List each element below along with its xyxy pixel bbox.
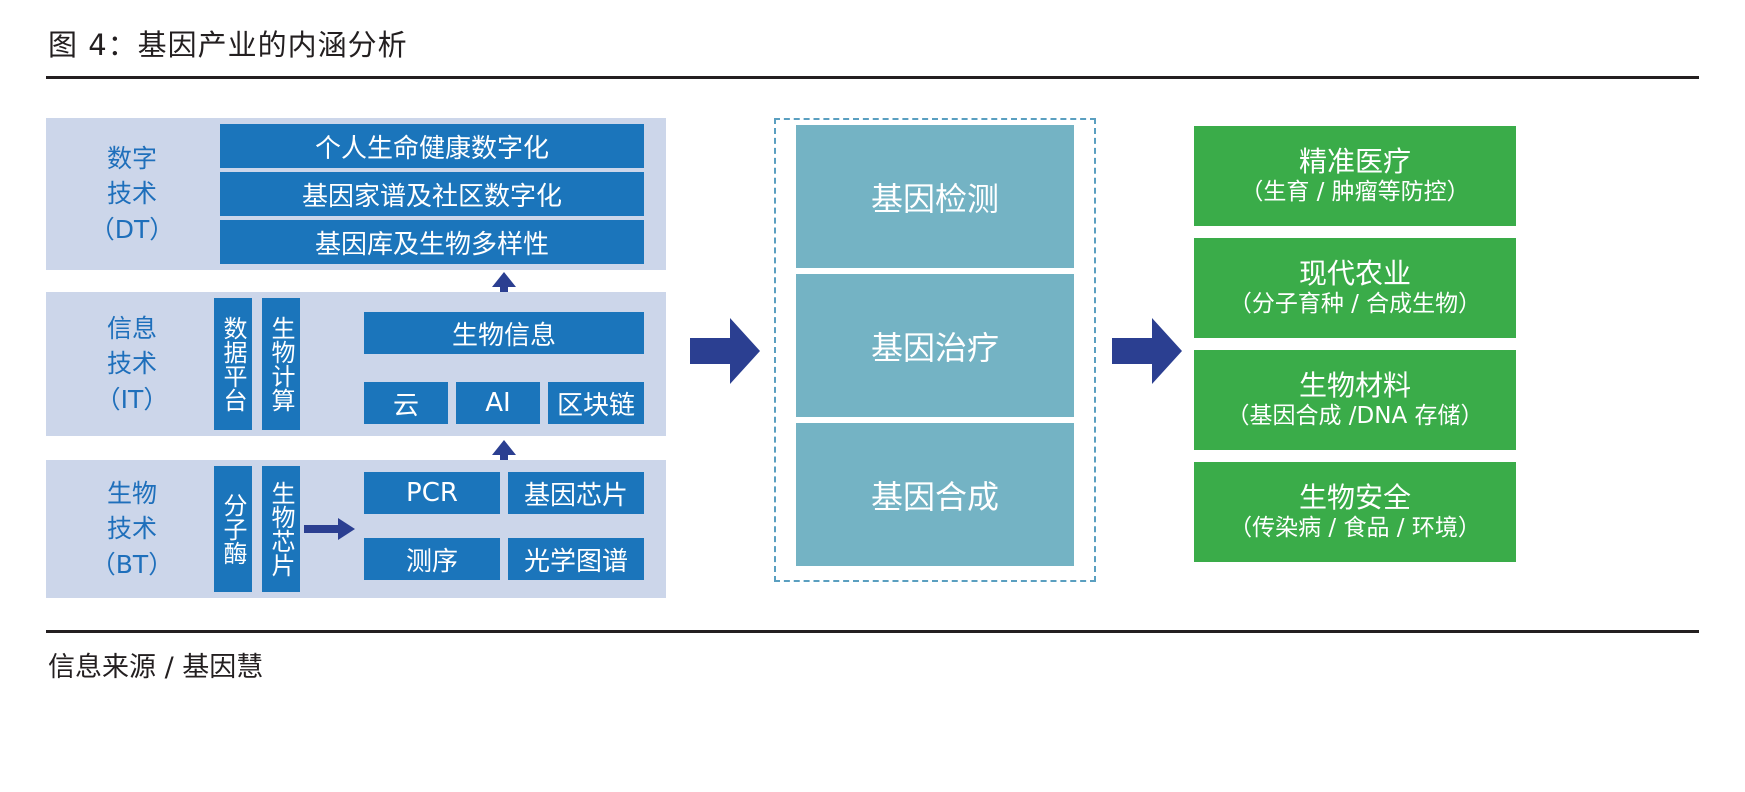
right-item-3-sub: （基因合成 /DNA 存储） [1226,403,1484,430]
it-vertical-bio-computing[interactable]: 生物计算 [262,298,300,430]
header-divider [46,76,1699,79]
band-label-bt-line3: （BT） [90,549,174,579]
band-label-bt-line1: 生物 [106,478,157,508]
band-label-it-line1: 信息 [106,313,157,343]
right-item-3-main: 生物材料 [1298,369,1411,403]
footer-divider [46,630,1699,633]
it-ai[interactable]: AI [456,382,540,424]
band-label-dt: 数字 技术 （DT） [46,118,218,270]
dt-item-1[interactable]: 个人生命健康数字化 [220,124,644,168]
band-label-bt-line2: 技术 [106,514,157,544]
bt-vertical-molecular-enzyme[interactable]: 分子酶 [214,466,252,592]
bt-vertical-biochip[interactable]: 生物芯片 [262,466,300,592]
middle-item-gene-testing[interactable]: 基因检测 [796,125,1074,268]
arrow-bt-to-it-icon [491,440,517,462]
right-item-1-sub: （生育 / 肿瘤等防控） [1240,179,1470,206]
band-label-dt-line1: 数字 [106,143,157,173]
right-item-biomaterials[interactable]: 生物材料 （基因合成 /DNA 存储） [1194,350,1516,450]
middle-item-gene-synthesis[interactable]: 基因合成 [796,423,1074,566]
arrow-middle-to-right-icon [1112,318,1182,384]
band-label-it-line3: （IT） [95,384,169,414]
band-biotechnology: 生物 技术 （BT） 分子酶 生物芯片 PCR 基因芯片 测序 光学图谱 [46,460,666,598]
right-item-4-main: 生物安全 [1298,481,1411,515]
band-information-technology: 信息 技术 （IT） 数据平台 生物计算 生物信息 云 AI 区块链 [46,292,666,436]
band-label-it-line2: 技术 [106,349,157,379]
right-item-4-sub: （传染病 / 食品 / 环境） [1229,515,1481,542]
arrow-left-to-middle-icon [690,318,760,384]
bt-pcr[interactable]: PCR [364,472,500,514]
bt-gene-chip[interactable]: 基因芯片 [508,472,644,514]
it-vertical-data-platform[interactable]: 数据平台 [214,298,252,430]
band-label-dt-line3: （DT） [89,214,175,244]
band-label-it: 信息 技术 （IT） [46,292,218,436]
right-item-modern-agriculture[interactable]: 现代农业 （分子育种 / 合成生物） [1194,238,1516,338]
middle-item-gene-therapy[interactable]: 基因治疗 [796,274,1074,417]
it-bioinformatics[interactable]: 生物信息 [364,312,644,354]
band-digital-technology: 数字 技术 （DT） 个人生命健康数字化 基因家谱及社区数字化 基因库及生物多样… [46,118,666,270]
it-blockchain[interactable]: 区块链 [548,382,644,424]
bt-sequencing[interactable]: 测序 [364,538,500,580]
arrow-it-to-dt-icon [491,272,517,294]
right-item-biosafety[interactable]: 生物安全 （传染病 / 食品 / 环境） [1194,462,1516,562]
source-note: 信息来源 / 基因慧 [48,652,264,683]
right-item-1-main: 精准医疗 [1298,145,1411,179]
right-item-2-sub: （分子育种 / 合成生物） [1228,291,1482,318]
it-cloud[interactable]: 云 [364,382,448,424]
band-label-bt: 生物 技术 （BT） [46,460,218,598]
right-item-2-main: 现代农业 [1298,257,1411,291]
right-item-precision-medicine[interactable]: 精准医疗 （生育 / 肿瘤等防控） [1194,126,1516,226]
page-title: 图 4：基因产业的内涵分析 [48,28,408,62]
dt-item-2[interactable]: 基因家谱及社区数字化 [220,172,644,216]
bt-optical-mapping[interactable]: 光学图谱 [508,538,644,580]
band-label-dt-line2: 技术 [106,179,157,209]
arrow-bt-internal-right-icon [304,518,356,540]
dt-item-3[interactable]: 基因库及生物多样性 [220,220,644,264]
